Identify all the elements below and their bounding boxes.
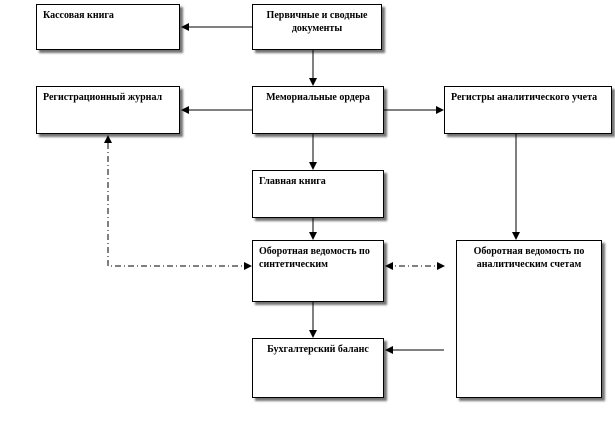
node-memorial-orders-label: Мемориальные ордера [266, 92, 370, 103]
node-cash-book: Кассовая книга [36, 4, 180, 50]
node-analytic-registers-label: Регистры аналитического учета [451, 92, 598, 103]
node-memorial-orders: Мемориальные ордера [252, 86, 384, 134]
node-balance-sheet-label: Бухгалтерский баланс [267, 344, 369, 355]
node-primary-docs: Первичные и сводные документы [252, 4, 382, 50]
node-analytic-registers: Регистры аналитического учета [444, 86, 612, 134]
node-analytic-turnover: Оборотная ведомость по аналитическим сче… [456, 240, 602, 398]
node-cash-book-label: Кассовая книга [43, 10, 114, 21]
node-general-ledger-label: Главная книга [259, 176, 326, 187]
edge-synth-registry-dashdot [104, 135, 252, 270]
node-synthetic-turnover-label: Оборотная ведомость по синтетическим [259, 246, 370, 270]
node-general-ledger: Главная книга [252, 170, 384, 218]
node-registration-journal-label: Регистрационный журнал [43, 92, 163, 103]
node-balance-sheet: Бухгалтерский баланс [252, 338, 384, 398]
node-primary-docs-label: Первичные и сводные документы [266, 10, 368, 34]
node-synthetic-turnover: Оборотная ведомость по синтетическим [252, 240, 384, 302]
node-registration-journal: Регистрационный журнал [36, 86, 180, 134]
node-analytic-turnover-label: Оборотная ведомость по аналитическим сче… [473, 246, 585, 270]
